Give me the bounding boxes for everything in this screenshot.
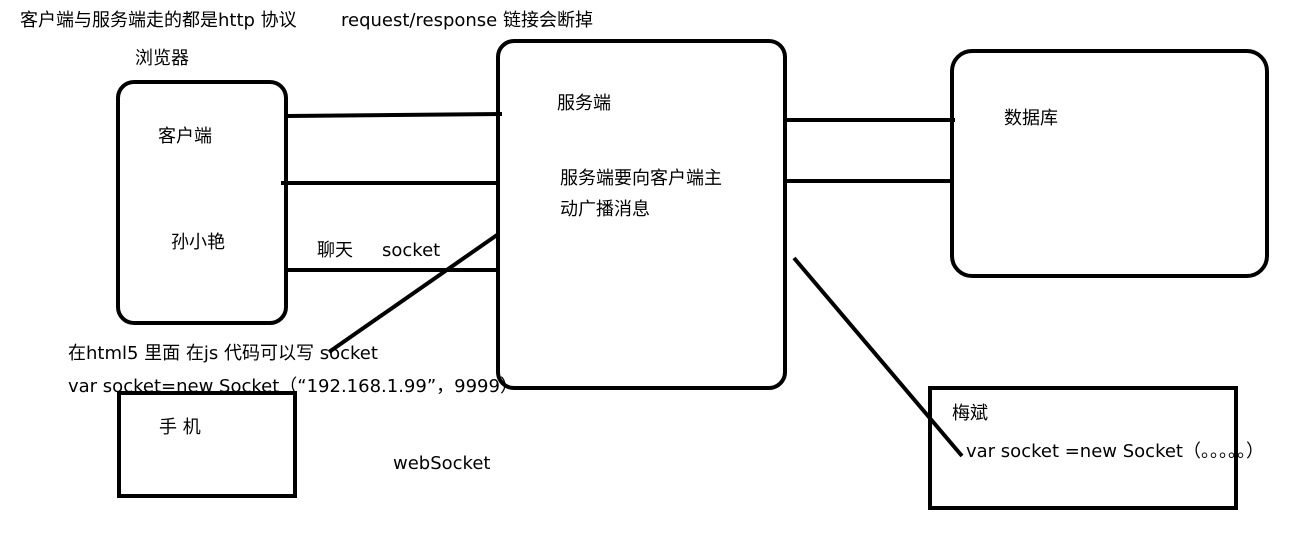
protocol-note: 客户端与服务端走的都是http 协议 [20, 10, 297, 31]
browser-caption: 浏览器 [135, 48, 189, 69]
database-box [950, 49, 1269, 278]
chat-label: 聊天 [317, 240, 353, 261]
client-label: 客户端 [158, 126, 212, 147]
server-to-meibin-line [792, 256, 964, 458]
meibin-box [928, 386, 1238, 510]
server-box [496, 39, 787, 390]
meibin-code: var socket =new Socket（。。。。。） [966, 441, 1264, 462]
html5-note-line1: 在html5 里面 在js 代码可以写 socket [68, 343, 378, 364]
server-note-line2: 动广播消息 [560, 199, 650, 220]
html5-note-line2: var socket=new Socket（“192.168.1.99”，999… [68, 376, 518, 397]
server-title: 服务端 [557, 93, 611, 114]
database-label: 数据库 [1004, 108, 1058, 129]
server-to-html5-note-line [327, 233, 499, 354]
request-response-note: request/response 链接会断掉 [341, 10, 593, 31]
socket-label: socket [382, 240, 441, 261]
browser-client-box [116, 80, 288, 325]
phone-label: 手 机 [159, 417, 201, 438]
phone-box [117, 391, 297, 498]
user-name-label: 孙小艳 [171, 232, 225, 253]
meibin-name: 梅斌 [952, 403, 988, 424]
client-server-line-top [287, 112, 503, 118]
server-note-line1: 服务端要向客户端主 [560, 168, 722, 189]
websocket-label: webSocket [393, 453, 491, 474]
